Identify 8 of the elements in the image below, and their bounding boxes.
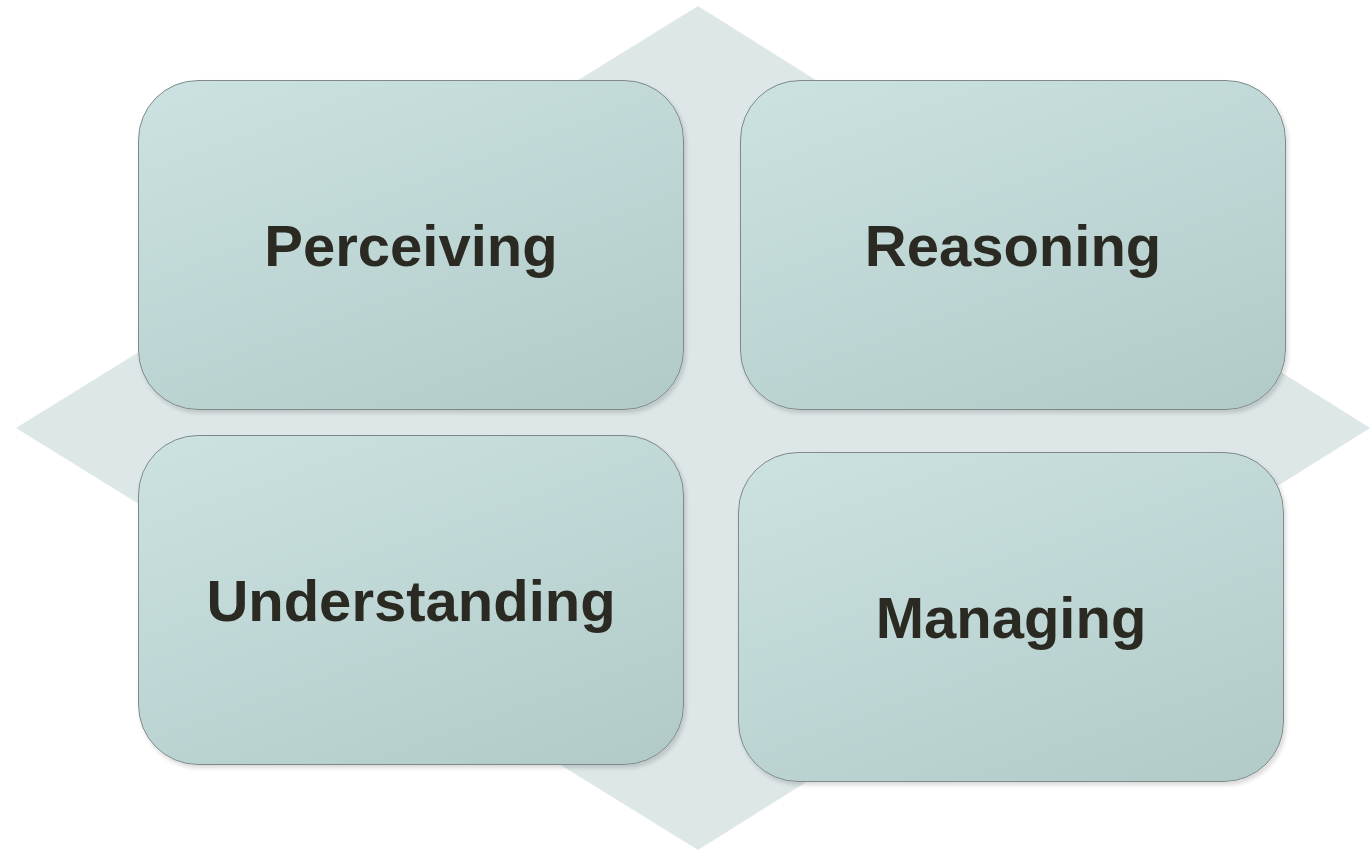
- box-label: Understanding: [206, 566, 616, 634]
- rounded-box: [738, 452, 1284, 782]
- rounded-box: [138, 435, 684, 765]
- box-label: Reasoning: [864, 211, 1162, 279]
- box-label: Managing: [875, 583, 1147, 651]
- rounded-box: [138, 80, 684, 410]
- rounded-box: [740, 80, 1286, 410]
- box-label: Perceiving: [264, 211, 558, 279]
